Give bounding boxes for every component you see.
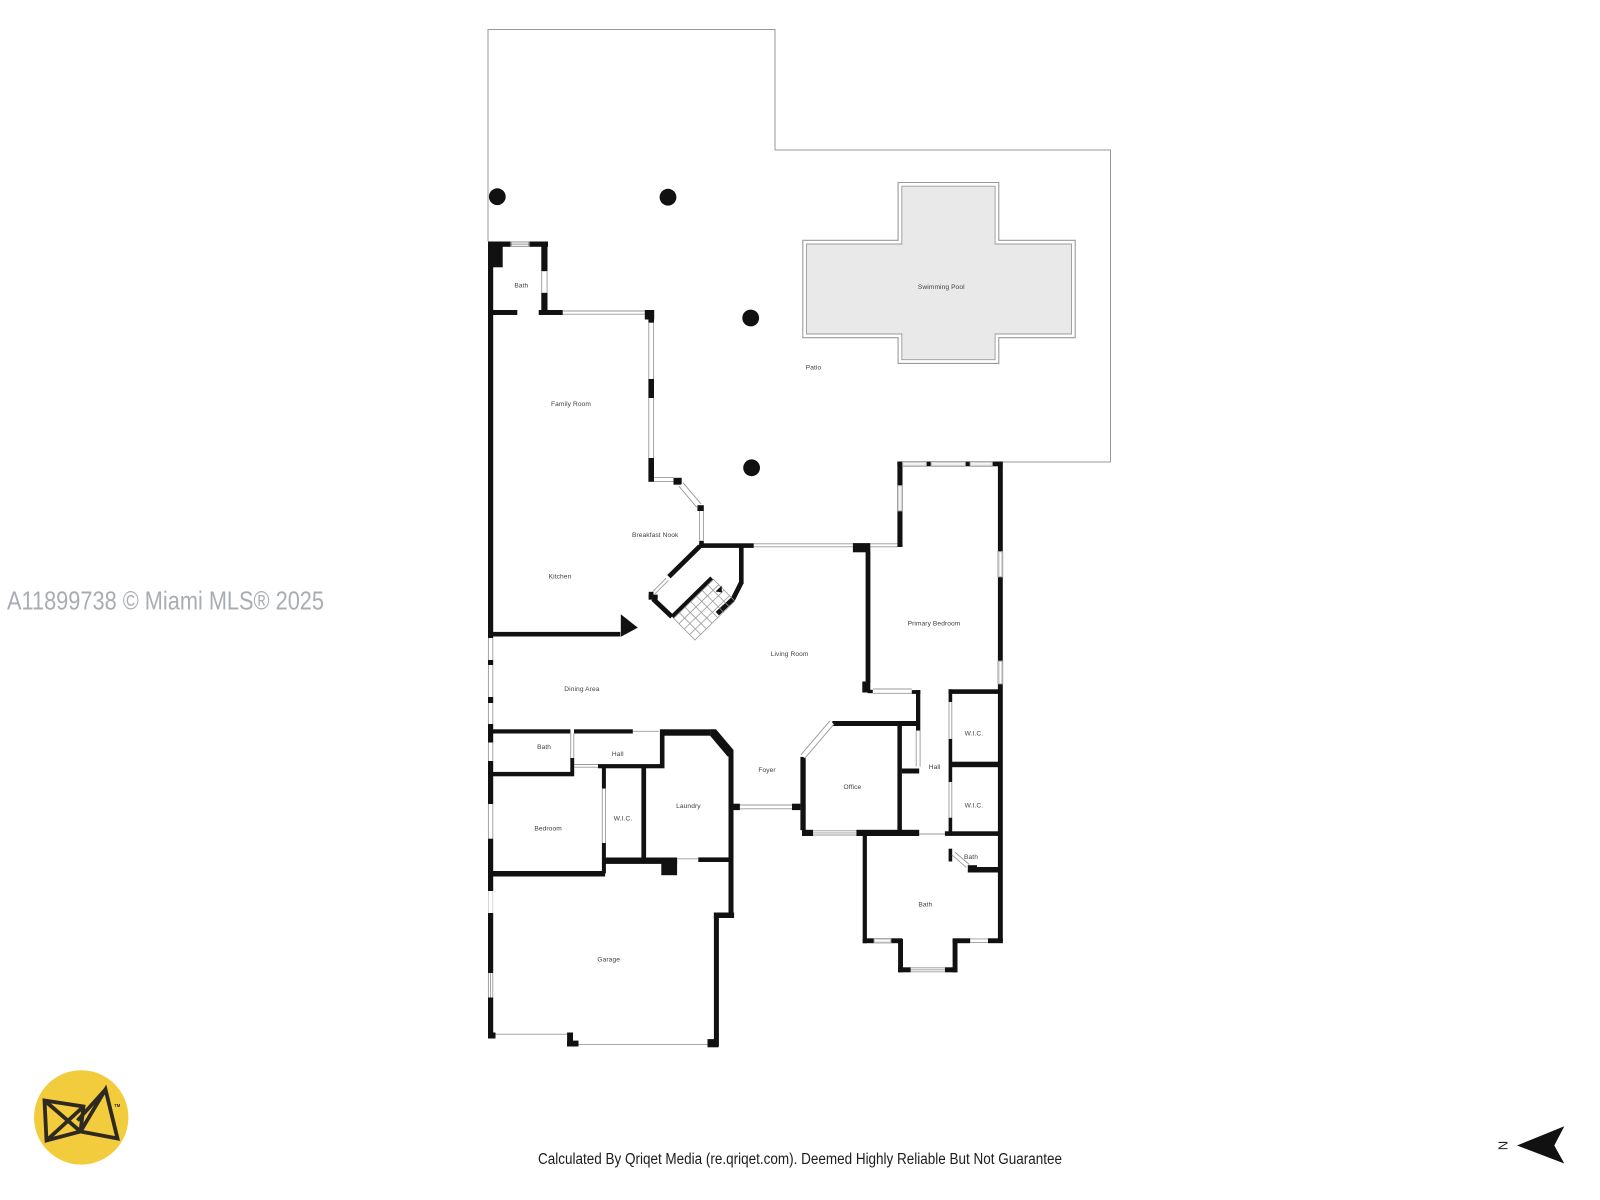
svg-text:Family Room: Family Room <box>551 401 591 408</box>
svg-text:Calculated By Qriqet Media (re: Calculated By Qriqet Media (re.qriqet.co… <box>538 1151 1062 1168</box>
svg-text:Primary Bedroom: Primary Bedroom <box>908 621 961 628</box>
svg-text:Foyer: Foyer <box>758 767 776 774</box>
svg-text:N: N <box>1495 1141 1510 1150</box>
svg-text:TM: TM <box>114 1103 121 1108</box>
svg-text:Bath: Bath <box>537 744 551 751</box>
svg-text:Breakfast Nook: Breakfast Nook <box>632 532 679 539</box>
svg-text:W.I.C.: W.I.C. <box>965 731 984 738</box>
svg-text:Bath: Bath <box>514 283 528 290</box>
svg-text:W.I.C.: W.I.C. <box>614 816 633 823</box>
svg-text:Bedroom: Bedroom <box>534 826 562 833</box>
svg-text:Bath: Bath <box>964 854 978 861</box>
svg-text:Patio: Patio <box>806 365 822 372</box>
svg-text:Laundry: Laundry <box>676 803 701 810</box>
svg-text:Office: Office <box>844 784 862 791</box>
svg-text:Living Room: Living Room <box>771 651 809 658</box>
svg-text:Kitchen: Kitchen <box>549 574 572 581</box>
svg-text:Hall: Hall <box>612 751 624 758</box>
svg-text:A11899738 © Miami MLS® 2025: A11899738 © Miami MLS® 2025 <box>7 586 324 616</box>
svg-text:Garage: Garage <box>597 957 620 964</box>
svg-text:Bath: Bath <box>918 902 932 909</box>
svg-text:Swimming Pool: Swimming Pool <box>918 284 965 291</box>
svg-text:Hall: Hall <box>929 764 941 771</box>
svg-text:W.I.C.: W.I.C. <box>965 803 984 810</box>
svg-text:Dining Area: Dining Area <box>564 686 599 693</box>
